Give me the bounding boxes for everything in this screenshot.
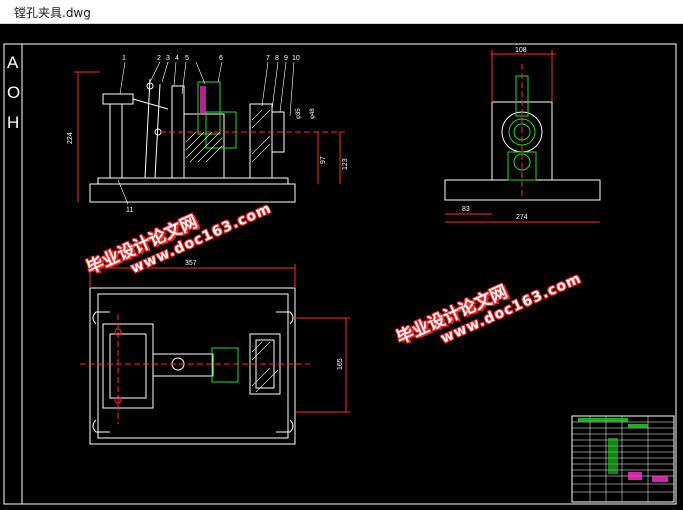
- window-title: 镗孔夹具.dwg: [14, 6, 91, 20]
- front-height-dim: 224: [67, 132, 74, 144]
- front-dim-phi35: φ35: [296, 108, 302, 119]
- front-workpiece-top: [197, 81, 221, 135]
- front-bushing-block: [249, 103, 273, 179]
- front-dim-97: 97: [320, 156, 327, 164]
- side-dim-83: 83: [462, 206, 470, 213]
- part-number-1: 1: [122, 55, 126, 62]
- part-number-8: 8: [275, 55, 279, 62]
- plan-link-bar: [152, 353, 214, 377]
- front-link-2: [154, 83, 161, 179]
- plan-view: 357 165: [80, 260, 350, 445]
- front-clamp-head: [102, 93, 134, 105]
- plan-slot-br: [276, 419, 294, 433]
- front-dim-phi48: φ48: [310, 108, 316, 119]
- front-lever: [132, 98, 169, 110]
- part-number-6: 6: [219, 55, 223, 62]
- plan-slot-bl: [92, 419, 110, 433]
- plan-slot-tr: [276, 311, 294, 325]
- front-dim-123: 123: [342, 158, 349, 170]
- front-pivot-1: [146, 82, 154, 90]
- part-number-9: 9: [284, 55, 288, 62]
- plan-inner-frame: [97, 293, 289, 439]
- plan-clamp-inner: [109, 333, 147, 399]
- side-dim-108: 108: [515, 47, 527, 54]
- window-titlebar: 镗孔夹具.dwg: [0, 0, 683, 24]
- front-view: 224 97 123 φ35 φ48 1: [67, 55, 349, 214]
- side-dim-274: 274: [516, 214, 528, 221]
- front-hatch: [200, 86, 206, 114]
- plan-workpiece: [211, 347, 239, 383]
- part-number-5: 5: [185, 55, 189, 62]
- part-number-11: 11: [126, 207, 133, 214]
- part-number-4: 4: [175, 55, 179, 62]
- side-letter-h: H: [7, 113, 19, 132]
- title-block: [571, 415, 675, 503]
- drawing-border: [3, 43, 677, 505]
- side-letter-o: O: [7, 83, 20, 102]
- plan-dim-165: 165: [337, 358, 344, 370]
- front-link-1: [144, 78, 151, 179]
- plan-base-plate: [89, 287, 296, 445]
- part-number-10: 10: [292, 55, 300, 62]
- drawing-canvas[interactable]: A O H: [0, 24, 683, 510]
- plan-dim-357: 357: [185, 260, 197, 267]
- title-block-frame: [571, 415, 675, 503]
- front-workpiece-boss: [205, 111, 237, 149]
- side-view: 108 83 274: [444, 47, 601, 223]
- cad-drawing: A O H: [3, 43, 677, 505]
- side-lower-block: [507, 151, 537, 181]
- part-number-2: 2: [157, 55, 161, 62]
- side-letter-a: A: [7, 53, 19, 72]
- plan-slot-tl: [92, 311, 110, 325]
- part-number-7: 7: [266, 55, 270, 62]
- part-number-3: 3: [166, 55, 170, 62]
